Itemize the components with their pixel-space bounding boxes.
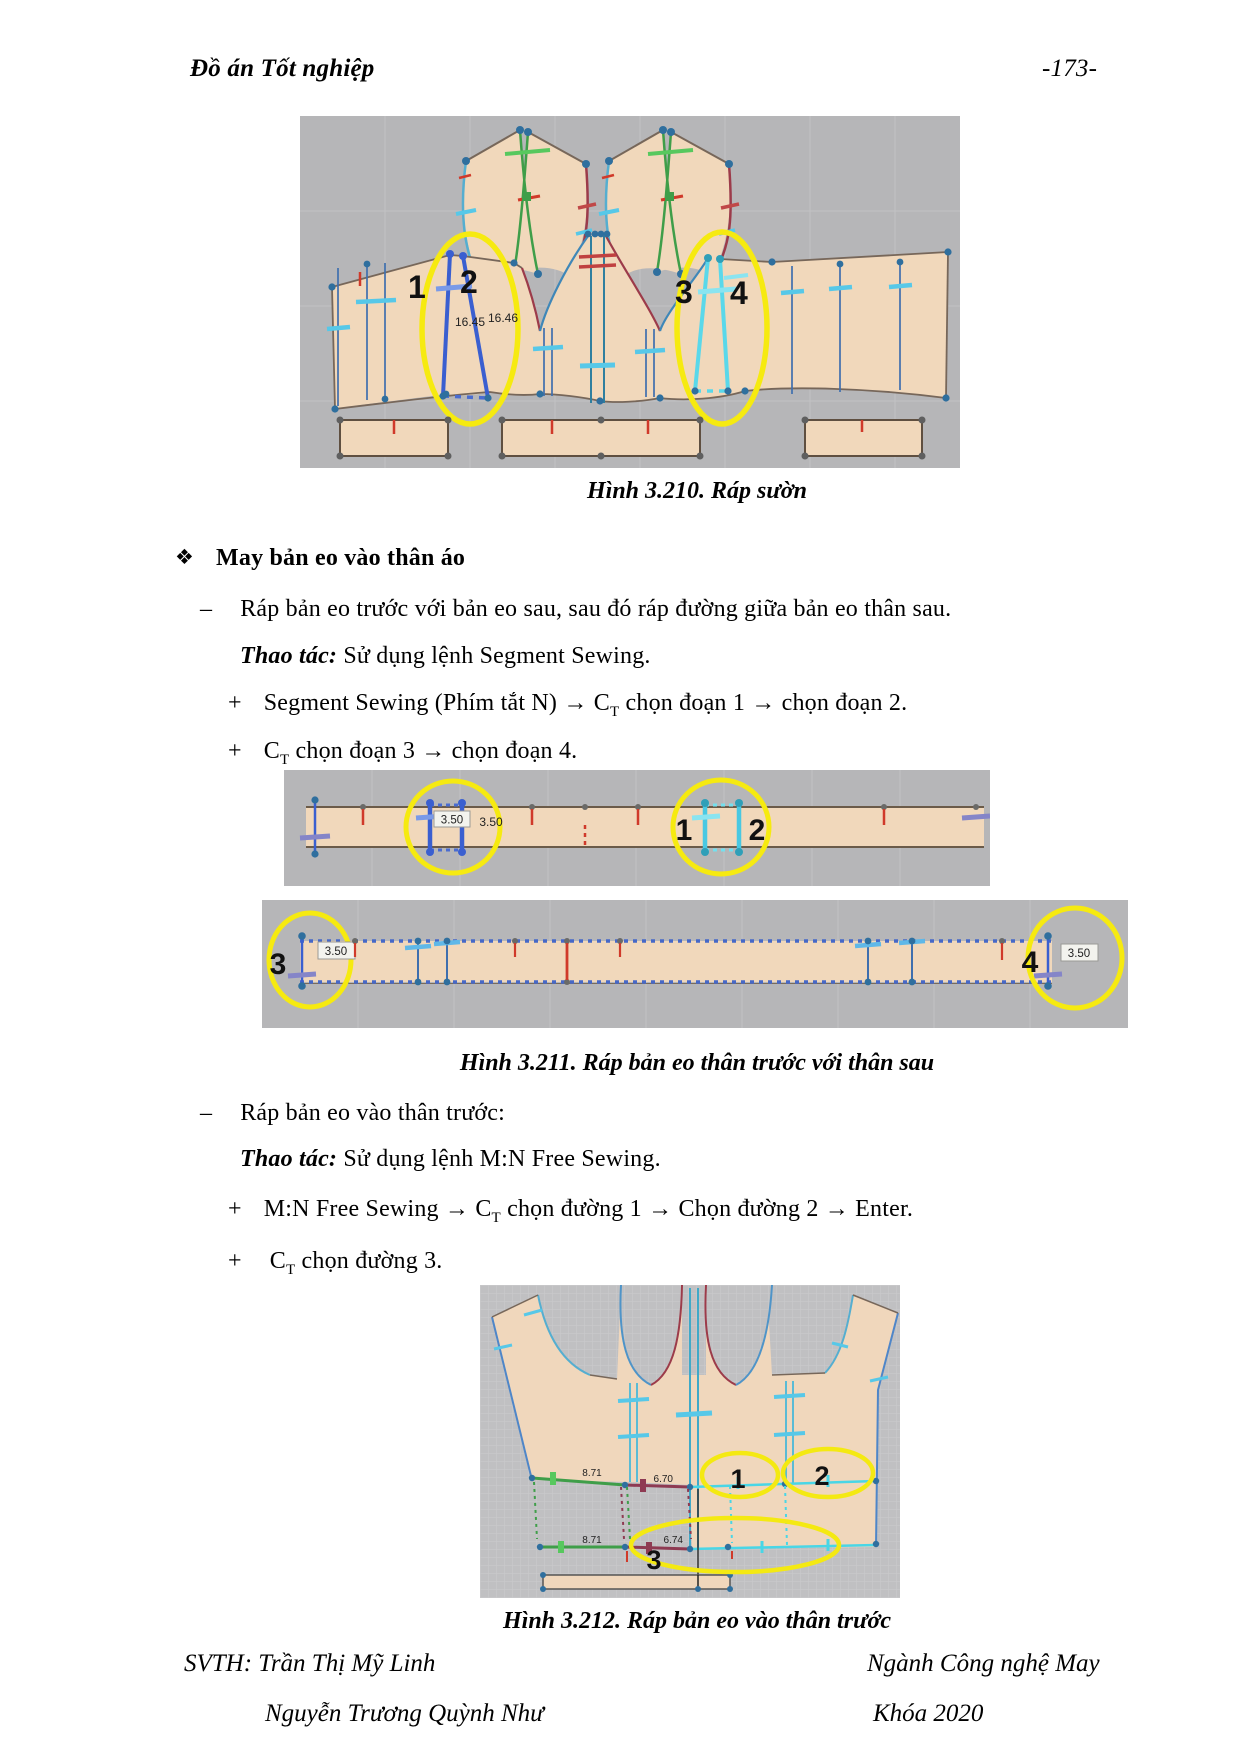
section-heading-text: May bản eo vào thân áo (216, 545, 466, 571)
fig3-measure-A: 8.71 (582, 1468, 602, 1479)
fig2a-label-2: 2 (749, 814, 766, 847)
section-heading: ❖ May bản eo vào thân áo (175, 545, 465, 572)
fig2a-annotation-circle-left (403, 778, 503, 876)
figure3-rap-ban-eo: 8.71 6.70 (480, 1285, 900, 1598)
fig1-label-2: 2 (460, 264, 478, 300)
figure1-canvas: 1 2 16.45 16.46 3 4 (300, 116, 960, 468)
fig2b-label-4: 4 (1022, 946, 1039, 979)
diamond-bullet-icon: ❖ (175, 545, 195, 569)
fig1-label-3: 3 (675, 274, 693, 310)
plus-bullet: + (228, 1196, 242, 1222)
fig3-label-3: 3 (646, 1545, 661, 1575)
para-line-1: –Ráp bản eo trước với bản eo sau, sau đó… (200, 596, 952, 622)
thao-tac-line-1: Thao tác: Sử dụng lệnh Segment Sewing. (240, 643, 651, 669)
fig2b-annotation-circle-right (1025, 905, 1125, 1011)
dash-bullet: – (200, 1100, 213, 1126)
fig3-measure-B: 6.70 (654, 1474, 674, 1485)
step-line-1: +Segment Sewing (Phím tắt N) → CT chọn đ… (228, 690, 908, 720)
fig3-annotation-ellipse-3 (628, 1515, 842, 1575)
fig1-label-1: 1 (408, 269, 426, 305)
figure2a-canvas: 3.50 3.50 1 2 (284, 770, 990, 886)
header-page-number: -173- (1042, 55, 1098, 82)
figure1-rap-suon: 1 2 16.45 16.46 3 4 (300, 116, 960, 468)
fig2a-measure-2: 3.50 (479, 815, 503, 829)
fig3-label-1: 1 (730, 1464, 745, 1494)
fig2b-measure-4: 3.50 (1068, 948, 1090, 960)
waistband-strips (336, 416, 926, 460)
thao-tac-label: Thao tác: (240, 1146, 338, 1172)
body-panels-shape (332, 236, 948, 409)
dash-bullet: – (200, 596, 213, 622)
step-line-4: +CT chọn đường 3. (228, 1248, 443, 1278)
plus-bullet: + (228, 738, 242, 764)
thao-tac-line-2: Thao tác: Sử dụng lệnh M:N Free Sewing. (240, 1146, 661, 1172)
fig3-label-2: 2 (814, 1461, 829, 1491)
figure2-strip-a: 3.50 3.50 1 2 (284, 770, 990, 886)
figure2b-canvas: 3.50 3 (262, 900, 1128, 1028)
fig2a-annotation-circle-right (670, 777, 772, 877)
figure2-caption: Hình 3.211. Ráp bản eo thân trước với th… (459, 1050, 935, 1076)
fig3-measure-C: 8.71 (582, 1535, 602, 1546)
fig3-annotation-ellipse-1 (699, 1450, 781, 1500)
figure2-strip-b: 3.50 3 (262, 900, 1128, 1028)
fig2a-measure-1: 3.50 (441, 815, 463, 827)
para-line-2: –Ráp bản eo vào thân trước: (200, 1100, 506, 1126)
footer-major: Ngành Công nghệ May (867, 1650, 1100, 1677)
fig3-measure-D: 6.74 (664, 1535, 684, 1546)
fig1-measure-1: 16.45 (455, 315, 485, 329)
fig1-annotation-circle-right (674, 229, 770, 427)
thao-tac-label: Thao tác: (240, 643, 338, 669)
step-line-2: +CT chọn đoạn 3 → chọn đoạn 4. (228, 738, 578, 768)
footer-course-year: Khóa 2020 (873, 1700, 984, 1727)
fig1-measure-2: 16.46 (488, 311, 518, 325)
fig2b-annotation-circle-left (266, 910, 354, 1010)
figure3-caption: Hình 3.212. Ráp bản eo vào thân trước (503, 1608, 891, 1634)
plus-bullet: + (228, 690, 242, 716)
figure3-canvas: 8.71 6.70 (480, 1285, 900, 1598)
fig1-label-4: 4 (730, 275, 748, 311)
step-line-3: +M:N Free Sewing → CT chọn đường 1 → Chọ… (228, 1196, 914, 1226)
plus-bullet: + (228, 1248, 242, 1274)
fig1-annotation-circle-left (419, 231, 521, 427)
figure1-caption: Hình 3.210. Ráp sườn (587, 478, 807, 504)
footer-student-2: Nguyễn Trương Quỳnh Như (265, 1700, 544, 1727)
footer-student-1: SVTH: Trần Thị Mỹ Linh (184, 1650, 436, 1677)
header-title: Đồ án Tốt nghiệp (190, 55, 375, 82)
fig2b-label-3: 3 (270, 948, 287, 981)
fig2a-label-1: 1 (676, 814, 693, 847)
fig2b-measure-3: 3.50 (325, 946, 347, 958)
fig3-annotation-ellipse-2 (780, 1446, 876, 1500)
